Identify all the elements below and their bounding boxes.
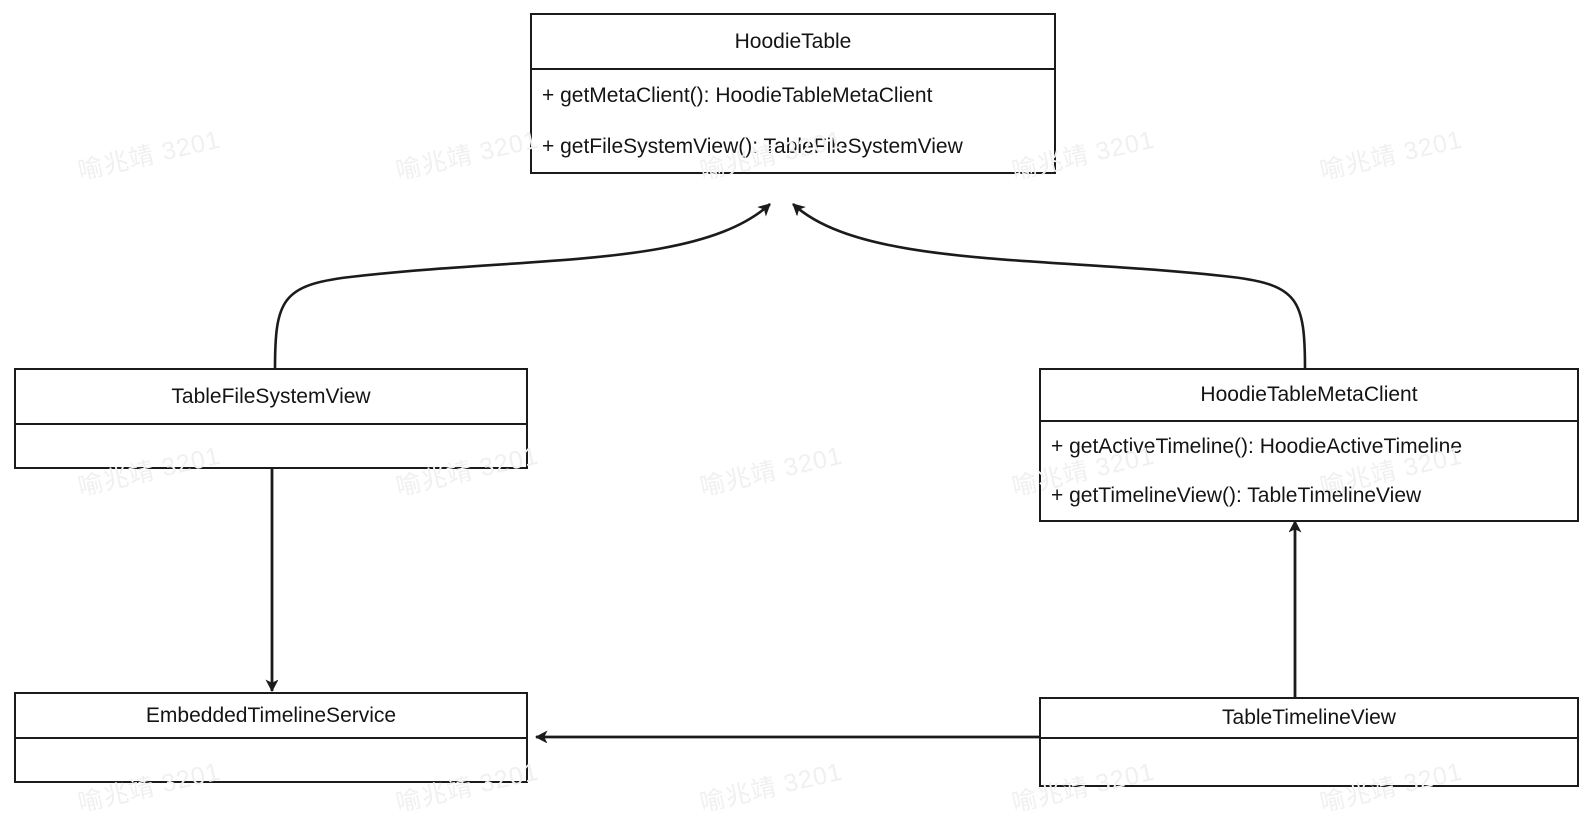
class-member: + getActiveTimeline(): HoodieActiveTimel… xyxy=(1051,434,1463,458)
class-name-hoodie-table: HoodieTable xyxy=(532,15,1054,70)
class-box-embedded-timeline-service[interactable]: EmbeddedTimelineService xyxy=(14,692,528,783)
class-name-hoodie-table-meta-client: HoodieTableMetaClient xyxy=(1041,370,1577,422)
class-members-table-timeline-view xyxy=(1041,739,1577,785)
class-members-table-file-system-view xyxy=(16,425,526,467)
class-members-embedded-timeline-service xyxy=(16,739,526,781)
class-members-hoodie-table-meta-client: + getActiveTimeline(): HoodieActiveTimel… xyxy=(1041,422,1577,520)
link-tablefilesystemview-to-hoodietable xyxy=(273,203,771,370)
class-box-hoodie-table-meta-client[interactable]: HoodieTableMetaClient + getActiveTimelin… xyxy=(1039,368,1579,522)
class-member: + getMetaClient(): HoodieTableMetaClient xyxy=(542,83,933,107)
class-name-embedded-timeline-service: EmbeddedTimelineService xyxy=(16,694,526,739)
class-name-table-file-system-view: TableFileSystemView xyxy=(16,370,526,425)
class-name-table-timeline-view: TableTimelineView xyxy=(1041,699,1577,739)
link-hoodietablemetaclient-to-hoodietable xyxy=(792,203,1307,370)
class-member: + getTimelineView(): TableTimelineView xyxy=(1051,483,1422,507)
class-box-table-file-system-view[interactable]: TableFileSystemView xyxy=(14,368,528,469)
class-box-table-timeline-view[interactable]: TableTimelineView xyxy=(1039,697,1579,787)
class-box-hoodie-table[interactable]: HoodieTable + getMetaClient(): HoodieTab… xyxy=(530,13,1056,174)
class-members-hoodie-table: + getMetaClient(): HoodieTableMetaClient… xyxy=(532,70,1054,172)
class-member: + getFileSystemView(): TableFileSystemVi… xyxy=(542,134,963,158)
